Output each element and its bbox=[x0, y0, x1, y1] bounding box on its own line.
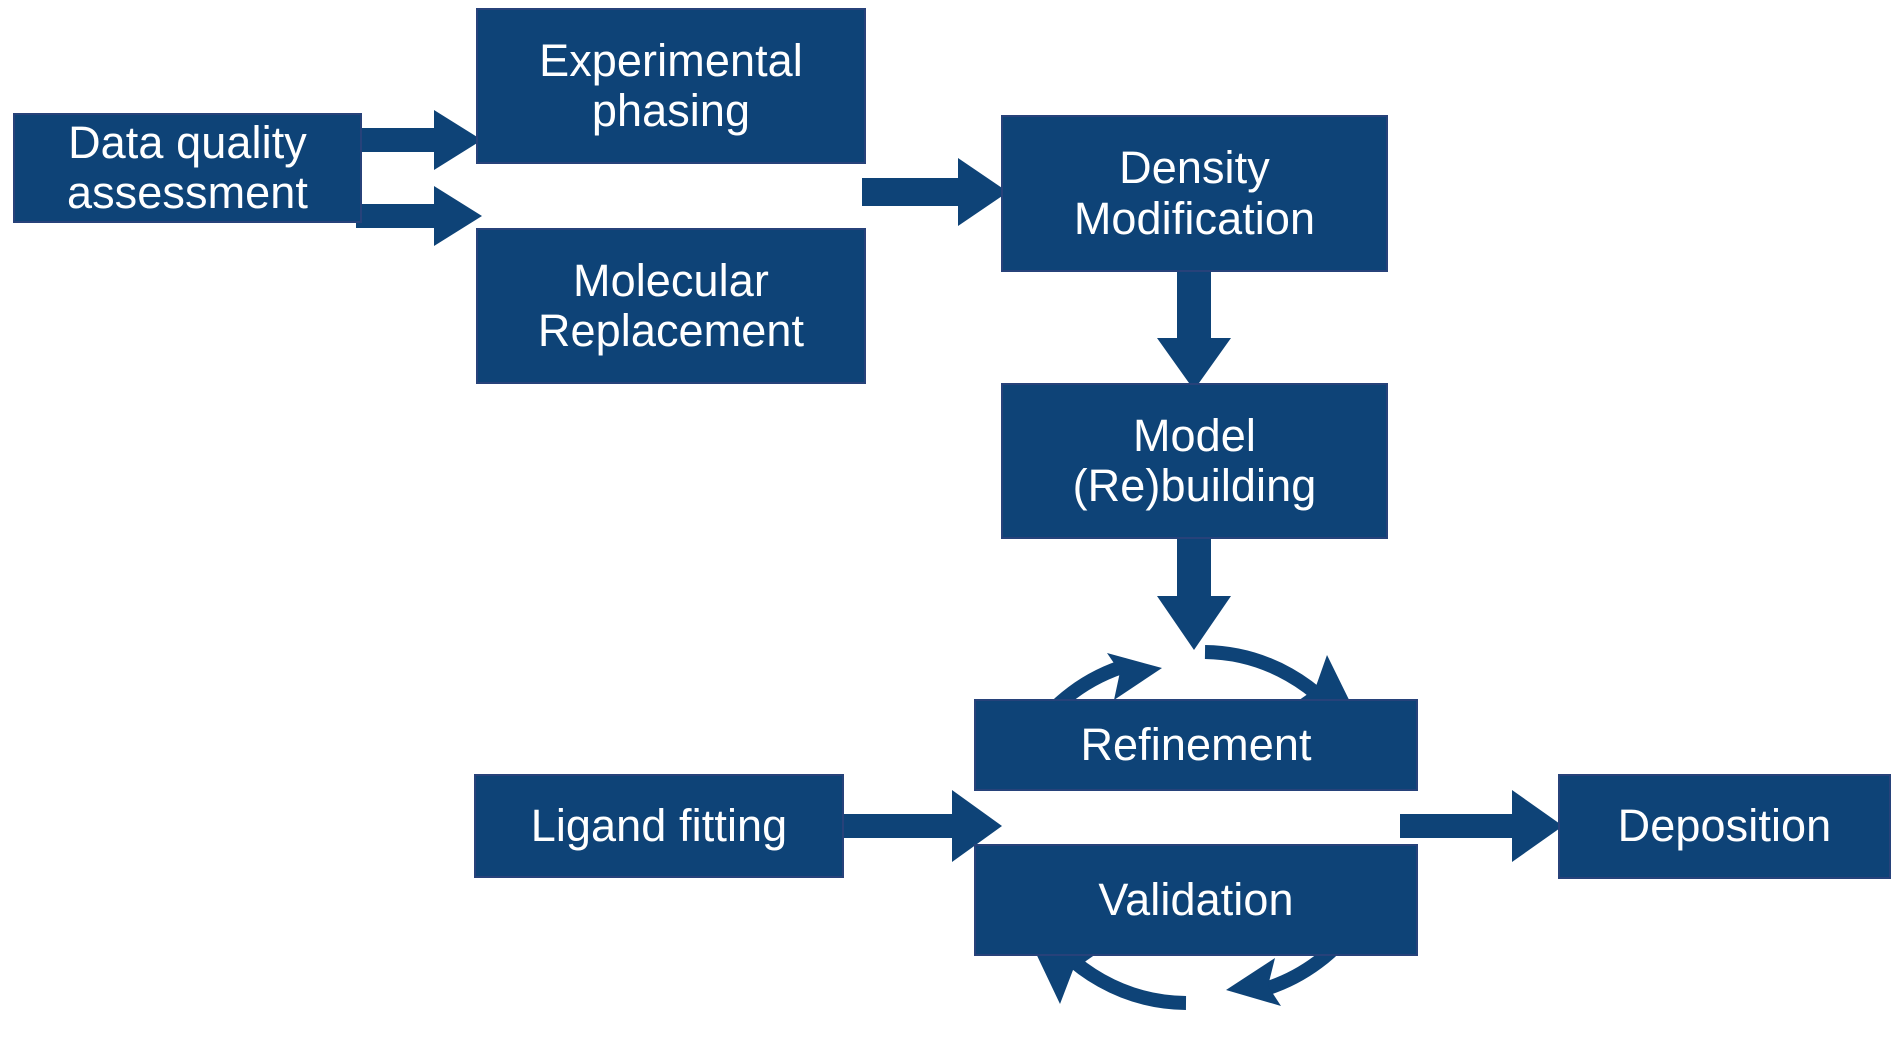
edge-model-to-refinement bbox=[1157, 536, 1231, 650]
edge-phasing-to-density bbox=[862, 158, 1008, 226]
node-label: Refinement bbox=[1080, 718, 1312, 770]
node-deposition[interactable]: Deposition bbox=[1558, 774, 1891, 879]
node-label: Experimental phasing bbox=[539, 34, 803, 136]
node-experimental-phasing[interactable]: Experimental phasing bbox=[476, 8, 866, 164]
node-model-rebuilding[interactable]: Model (Re)building bbox=[1001, 383, 1388, 539]
node-label: Validation bbox=[1098, 873, 1294, 925]
edge-cycle-to-deposition bbox=[1400, 790, 1563, 862]
node-molecular-replacement[interactable]: Molecular Replacement bbox=[476, 228, 866, 384]
node-label: Model (Re)building bbox=[1072, 409, 1317, 511]
node-label: Ligand fitting bbox=[530, 799, 788, 851]
node-validation[interactable]: Validation bbox=[974, 844, 1418, 956]
node-label: Data quality assessment bbox=[66, 116, 309, 218]
node-label: Deposition bbox=[1617, 800, 1832, 852]
edge-density-to-model bbox=[1157, 268, 1231, 390]
node-ligand-fitting[interactable]: Ligand fitting bbox=[474, 774, 844, 878]
node-data-quality-assessment[interactable]: Data quality assessment bbox=[13, 113, 362, 223]
node-density-modification[interactable]: Density Modification bbox=[1001, 115, 1388, 272]
edge-data-quality-to-molecular bbox=[356, 186, 482, 246]
node-label: Molecular Replacement bbox=[537, 254, 805, 356]
node-label: Density Modification bbox=[1073, 142, 1316, 244]
node-refinement[interactable]: Refinement bbox=[974, 699, 1418, 791]
edge-data-quality-to-experimental bbox=[356, 110, 482, 170]
